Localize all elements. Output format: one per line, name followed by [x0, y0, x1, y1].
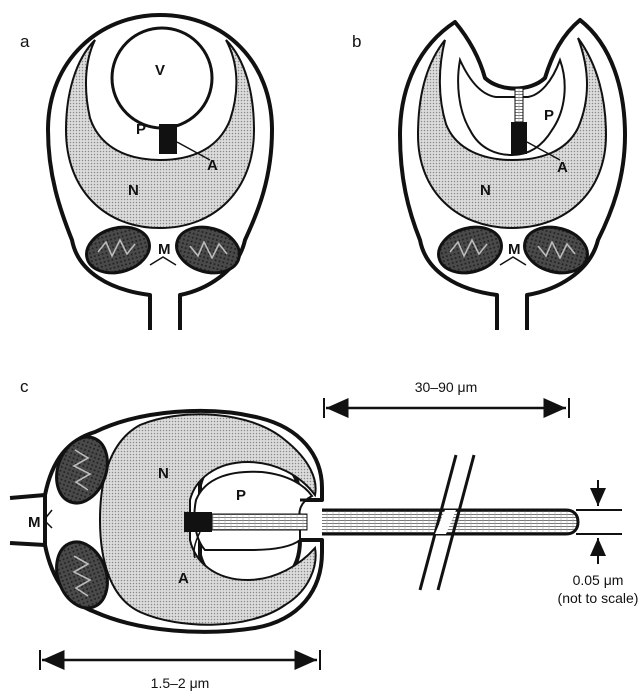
panel-b-label: b — [352, 32, 361, 51]
panel-a-protrusion-label: P — [136, 121, 146, 138]
filament-diameter-label: 0.05 μm — [573, 572, 624, 588]
panel-a-acrosome-label: A — [207, 157, 218, 174]
panel-a-acrosome — [159, 124, 177, 154]
scale-note-label: (not to scale) — [558, 590, 639, 606]
panel-b-nucleus-label: N — [480, 182, 491, 199]
panel-c-polar-filament — [212, 514, 307, 530]
panel-b-acrosome-label: A — [557, 159, 568, 176]
panel-a-nucleus-label: N — [128, 182, 139, 199]
panel-c-protrusion-label: P — [236, 487, 246, 504]
panel-b-acrosome — [511, 122, 527, 154]
panel-c-label: c — [20, 377, 29, 396]
panel-b-protrusion-label: P — [544, 107, 554, 124]
panel-c: c M N P A — [10, 377, 638, 691]
panel-c-acrosome — [184, 512, 212, 532]
cell-width-label: 1.5–2 μm — [151, 675, 210, 691]
filament-length-label: 30–90 μm — [415, 379, 478, 395]
panel-c-mitochondria-label: M — [28, 514, 41, 531]
panel-a-mitochondria-label: M — [158, 241, 171, 258]
panel-a-label: a — [20, 32, 30, 51]
panel-a: a V P A N M — [20, 15, 272, 330]
panel-b-mitochondria-label: M — [508, 241, 521, 258]
panel-b: b P A N M — [352, 20, 625, 330]
panel-c-nucleus-label: N — [158, 465, 169, 482]
panel-c-acrosome-label: A — [178, 570, 189, 587]
panel-a-vacuole-label: V — [155, 62, 165, 79]
